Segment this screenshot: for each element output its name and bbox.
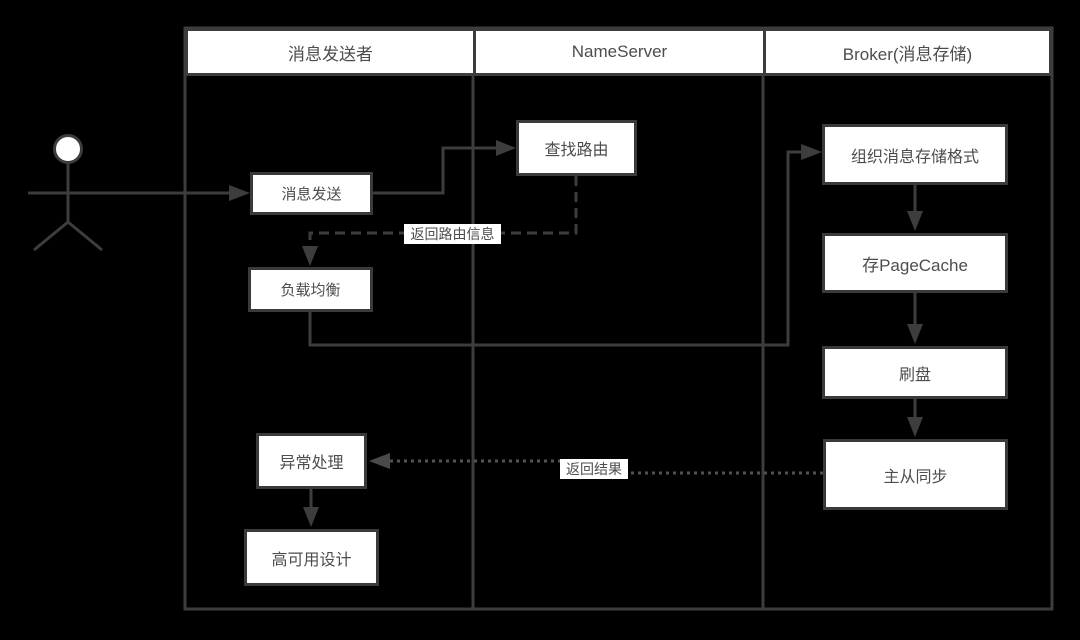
node-send-label: 消息发送 (281, 186, 342, 203)
node-load-balance: 负载均衡 (248, 267, 373, 312)
node-send: 消息发送 (250, 172, 373, 215)
edge-loadbalance-to-organize (308, 144, 822, 347)
lane-header-sender-label: 消息发送者 (288, 44, 373, 64)
edge-label-return-route-info: 返回路由信息 (404, 224, 501, 244)
node-exception-handle: 异常处理 (256, 433, 367, 489)
edge-pagecache-to-flushdisk (907, 293, 923, 344)
node-master-slave-sync: 主从同步 (823, 439, 1008, 510)
edge-organize-to-pagecache (907, 185, 923, 231)
node-ha-design-label: 高可用设计 (271, 551, 352, 569)
node-find-route-label: 查找路由 (544, 142, 609, 159)
node-flush-disk-label: 刷盘 (898, 366, 931, 384)
node-load-balance-label: 负载均衡 (280, 282, 341, 299)
node-exception-handle-label: 异常处理 (279, 455, 344, 472)
edge-label-return-result: 返回结果 (560, 459, 628, 479)
lane-header-broker: Broker(消息存储) (763, 28, 1052, 76)
lane-header-nameserver-label: NameServer (571, 42, 668, 61)
edge-sync-to-exception (369, 453, 823, 475)
node-ha-design: 高可用设计 (244, 529, 379, 586)
edge-label-return-route-info-text: 返回路由信息 (410, 226, 495, 242)
node-flush-disk: 刷盘 (822, 346, 1008, 399)
diagram-frame (183, 26, 1054, 611)
edge-findroute-to-loadbalance (302, 176, 578, 266)
edge-flushdisk-to-sync (907, 399, 923, 437)
node-page-cache-label: 存PageCache (862, 255, 968, 275)
node-page-cache: 存PageCache (822, 233, 1008, 293)
node-organize-format: 组织消息存储格式 (822, 124, 1008, 185)
node-organize-format-label: 组织消息存储格式 (850, 148, 979, 166)
lane-header-nameserver: NameServer (473, 28, 766, 76)
edge-label-return-result-text: 返回结果 (566, 461, 622, 477)
edge-exception-to-ha (303, 489, 319, 527)
edge-send-to-findroute (373, 140, 516, 195)
lane-header-sender: 消息发送者 (185, 28, 476, 76)
node-find-route: 查找路由 (516, 120, 637, 176)
edge-actor-to-send (28, 185, 250, 201)
node-master-slave-sync-label: 主从同步 (883, 468, 948, 486)
lane-header-broker-label: Broker(消息存储) (842, 44, 973, 64)
